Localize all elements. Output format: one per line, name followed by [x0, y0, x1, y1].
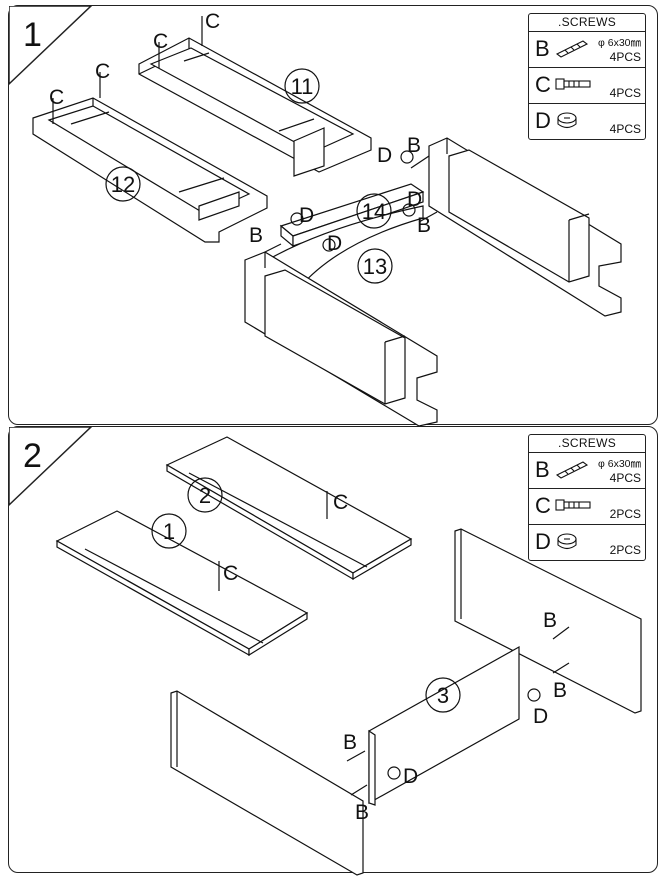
- callout-b: B: [543, 609, 557, 632]
- screw-letter: D: [535, 108, 551, 133]
- screw-qty: 2PCS: [609, 507, 641, 521]
- back-panel-part-3: [368, 645, 520, 806]
- screw-spec: φ 6x30㎜: [598, 458, 641, 470]
- part-number-circle: [187, 477, 223, 513]
- screw-row-d: D 4PCS: [529, 104, 645, 139]
- cam-lock-icon: [557, 112, 577, 129]
- callout-d: D: [327, 232, 342, 255]
- part-number-circle: [356, 193, 392, 229]
- step-1-illustration: 11 12 14 13 C C C C D B D D B B D: [32, 10, 622, 427]
- dowel-pin-icon: [264, 155, 438, 253]
- dowel-pin-icon: [555, 461, 589, 479]
- part-label-3: 3: [437, 683, 449, 708]
- callout-c: C: [153, 30, 168, 53]
- side-frame-right: [428, 137, 622, 317]
- screw-row-c: C 4PCS: [529, 68, 645, 104]
- cam-lock-icon: [387, 688, 541, 780]
- callout-b: B: [249, 224, 263, 247]
- callout-c: C: [95, 60, 110, 83]
- callout-c: C: [333, 491, 348, 514]
- screw-letter: B: [535, 36, 550, 61]
- part-label-13: 13: [363, 254, 387, 279]
- front-panel: [170, 690, 364, 876]
- part-label-12: 12: [111, 172, 135, 197]
- part-number-circle: [425, 677, 461, 713]
- screw-row-c: C 2PCS: [529, 489, 645, 525]
- step-1-flag-icon: [9, 6, 93, 86]
- rail-part-13: [270, 205, 424, 289]
- screw-qty: 2PCS: [609, 543, 641, 557]
- callout-b: B: [407, 134, 421, 157]
- cam-bolt-icon: [52, 16, 203, 124]
- callout-c: C: [205, 10, 220, 33]
- callout-d: D: [377, 144, 392, 167]
- frame-part-11: [138, 37, 372, 177]
- screw-qty: 4PCS: [609, 86, 641, 100]
- screw-letter: B: [535, 457, 550, 482]
- callout-c: C: [49, 86, 64, 109]
- callout-d: D: [407, 188, 422, 211]
- screw-qty: 4PCS: [609, 50, 641, 64]
- part-number-circle: [105, 166, 141, 202]
- screw-qty: 4PCS: [609, 122, 641, 136]
- cam-bolt-icon: [555, 499, 591, 511]
- screw-spec: φ 6x30㎜: [598, 37, 641, 49]
- part-label-11: 11: [291, 74, 314, 99]
- side-panel-right: [454, 528, 642, 714]
- part-number-circle: [284, 68, 320, 104]
- callout-b: B: [553, 679, 567, 702]
- part-label-2: 2: [199, 483, 211, 508]
- board-part-1: [55, 510, 309, 657]
- part-label-14: 14: [362, 199, 386, 224]
- callout-d: D: [403, 765, 418, 788]
- part-label-1: 1: [163, 519, 175, 544]
- cam-bolt-icon: [218, 491, 328, 591]
- screws-header: .SCREWS: [529, 435, 645, 453]
- screw-row-d: D 2PCS: [529, 525, 645, 560]
- screw-letter: D: [535, 529, 551, 554]
- callout-d: D: [299, 204, 314, 227]
- step-2-number: 2: [23, 437, 42, 475]
- step-2-panel: 2: [8, 426, 658, 876]
- cam-bolt-icon: [555, 78, 591, 90]
- screw-row-b: B φ 6x30㎜ 4PCS: [529, 453, 645, 489]
- screws-table-step-1: .SCREWS B φ 6x30㎜ 4PCS C 4PCS D 4PCS: [528, 13, 646, 140]
- step-1-panel: 1: [8, 5, 658, 427]
- side-frame-left: [244, 251, 438, 427]
- step-1-number: 1: [23, 16, 42, 54]
- dowel-pin-icon: [555, 40, 589, 58]
- frame-part-12: [32, 97, 268, 243]
- part-number-circle: [151, 513, 187, 549]
- board-part-2: [165, 436, 413, 581]
- screw-letter: C: [535, 493, 551, 518]
- callout-c: C: [223, 562, 238, 585]
- screw-row-b: B φ 6x30㎜ 4PCS: [529, 32, 645, 68]
- callout-d: D: [533, 705, 548, 728]
- cam-lock-icon: [290, 150, 416, 252]
- part-number-circle: [357, 248, 393, 284]
- step-2-flag-icon: [9, 427, 93, 507]
- cam-lock-icon: [557, 533, 577, 550]
- callout-b: B: [343, 731, 357, 754]
- screws-header: .SCREWS: [529, 14, 645, 32]
- dowel-pin-icon: [346, 626, 570, 796]
- callout-b: B: [417, 214, 431, 237]
- callout-b: B: [355, 801, 369, 824]
- screw-letter: C: [535, 72, 551, 97]
- screws-table-step-2: .SCREWS B φ 6x30㎜ 4PCS C 2PCS D 2PCS: [528, 434, 646, 561]
- step-2-illustration: 2 1 3 C C B B D B D B: [55, 436, 642, 876]
- screw-qty: 4PCS: [609, 471, 641, 485]
